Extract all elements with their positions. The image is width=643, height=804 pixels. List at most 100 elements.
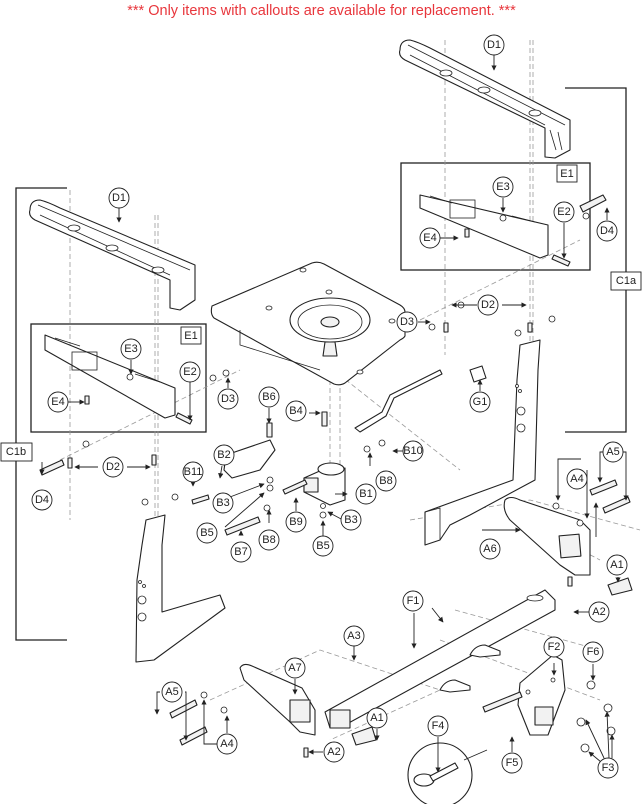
callout-b3-right[interactable]: B3 — [340, 509, 362, 531]
svg-text:B8: B8 — [379, 475, 392, 487]
armrest-bracket-right — [419, 194, 571, 267]
svg-text:F2: F2 — [548, 641, 561, 653]
svg-text:A4: A4 — [570, 473, 583, 485]
svg-text:A1: A1 — [370, 712, 383, 724]
svg-text:B5: B5 — [200, 527, 213, 539]
svg-text:A1: A1 — [610, 559, 623, 571]
callout-a5-left[interactable]: A5 — [161, 681, 183, 703]
callout-e4-left[interactable]: E4 — [47, 391, 69, 413]
armrest-pad-right — [399, 39, 571, 159]
svg-text:C1b: C1b — [6, 446, 26, 458]
callout-d4-right[interactable]: D4 — [596, 220, 618, 242]
svg-text:B3: B3 — [216, 497, 229, 509]
svg-text:B1: B1 — [359, 488, 372, 500]
svg-text:F6: F6 — [587, 646, 600, 658]
callout-b2[interactable]: B2 — [213, 444, 235, 466]
callout-a6[interactable]: A6 — [479, 538, 501, 560]
callout-d1-left[interactable]: D1 — [108, 187, 130, 209]
callout-a4-right[interactable]: A4 — [566, 468, 588, 490]
callout-d1-right[interactable]: D1 — [483, 34, 505, 56]
svg-text:B5: B5 — [316, 540, 329, 552]
callout-b8-right[interactable]: B8 — [375, 470, 397, 492]
svg-text:F3: F3 — [602, 762, 615, 774]
callout-a1-right[interactable]: A1 — [606, 554, 628, 576]
svg-text:A5: A5 — [606, 446, 619, 458]
svg-text:B8: B8 — [262, 534, 275, 546]
armrest-bracket-left — [44, 334, 193, 425]
svg-text:D3: D3 — [400, 316, 414, 328]
svg-text:B4: B4 — [289, 405, 302, 417]
svg-text:F4: F4 — [432, 720, 445, 732]
callout-b9[interactable]: B9 — [285, 511, 307, 533]
hardware — [39, 194, 633, 758]
callout-a7[interactable]: A7 — [284, 657, 306, 679]
svg-text:D1: D1 — [487, 39, 501, 51]
swivel-clamp — [303, 462, 346, 506]
c1a-bracket-frame — [565, 87, 627, 433]
callout-e3-left[interactable]: E3 — [120, 338, 142, 360]
callout-e2-right[interactable]: E2 — [553, 201, 575, 223]
callout-a2-left[interactable]: A2 — [323, 741, 345, 763]
callout-d2-left[interactable]: D2 — [102, 456, 124, 478]
swivel-release-lever — [354, 369, 443, 433]
callout-b5-left[interactable]: B5 — [196, 522, 218, 544]
callout-b5-right[interactable]: B5 — [312, 535, 334, 557]
callout-b10[interactable]: B10 — [402, 440, 424, 462]
hitch-pin-detail — [407, 742, 488, 804]
svg-text:E3: E3 — [496, 181, 509, 193]
svg-text:B9: B9 — [289, 516, 302, 528]
svg-text:F1: F1 — [407, 595, 420, 607]
e1-right-box — [400, 162, 591, 271]
callout-b6[interactable]: B6 — [258, 386, 280, 408]
svg-text:B2: B2 — [217, 449, 230, 461]
callout-f2[interactable]: F2 — [543, 636, 565, 658]
callout-d4-left[interactable]: D4 — [31, 489, 53, 511]
callout-f5[interactable]: F5 — [501, 752, 523, 774]
callout-f4[interactable]: F4 — [427, 715, 449, 737]
callout-leaders — [39, 55, 629, 773]
callout-a2-right[interactable]: A2 — [588, 601, 610, 623]
callout-b7[interactable]: B7 — [230, 541, 252, 563]
svg-text:D4: D4 — [35, 494, 49, 506]
svg-text:D4: D4 — [600, 225, 614, 237]
svg-text:E3: E3 — [124, 343, 137, 355]
callout-a5-right[interactable]: A5 — [602, 441, 624, 463]
svg-text:E1: E1 — [560, 168, 573, 180]
group-label-c1b: C1b — [0, 442, 33, 462]
callout-f1[interactable]: F1 — [402, 590, 424, 612]
callout-b4[interactable]: B4 — [285, 400, 307, 422]
callout-e3-right[interactable]: E3 — [492, 176, 514, 198]
cross-tube — [324, 589, 556, 729]
callout-b3-left[interactable]: B3 — [212, 492, 234, 514]
svg-text:A2: A2 — [592, 606, 605, 618]
svg-text:E4: E4 — [423, 232, 436, 244]
svg-text:A6: A6 — [483, 543, 496, 555]
e1-left-box — [30, 323, 207, 433]
callout-b8-left[interactable]: B8 — [258, 529, 280, 551]
callout-e4-right[interactable]: E4 — [419, 227, 441, 249]
svg-text:B7: B7 — [234, 546, 247, 558]
callout-a4-left[interactable]: A4 — [216, 733, 238, 755]
callout-f3[interactable]: F3 — [597, 757, 619, 779]
group-label-c1a: C1a — [610, 271, 642, 291]
callout-a1-left[interactable]: A1 — [366, 707, 388, 729]
caster-lock-bracket — [223, 439, 276, 479]
svg-text:D2: D2 — [481, 299, 495, 311]
armrest-pad-left — [29, 199, 196, 311]
callout-a3[interactable]: A3 — [343, 625, 365, 647]
callout-b1[interactable]: B1 — [355, 483, 377, 505]
frame-post-right — [424, 339, 541, 546]
svg-text:E2: E2 — [557, 206, 570, 218]
callout-b11[interactable]: B11 — [182, 461, 204, 483]
callout-g1[interactable]: G1 — [469, 391, 491, 413]
callout-d2-right[interactable]: D2 — [477, 294, 499, 316]
callout-d3-left[interactable]: D3 — [217, 388, 239, 410]
callout-f6[interactable]: F6 — [582, 641, 604, 663]
svg-text:C1a: C1a — [616, 275, 637, 287]
callout-d3-right[interactable]: D3 — [396, 311, 418, 333]
svg-text:G1: G1 — [473, 396, 488, 408]
callout-e2-left[interactable]: E2 — [179, 361, 201, 383]
svg-text:B6: B6 — [262, 391, 275, 403]
svg-text:A5: A5 — [165, 686, 178, 698]
